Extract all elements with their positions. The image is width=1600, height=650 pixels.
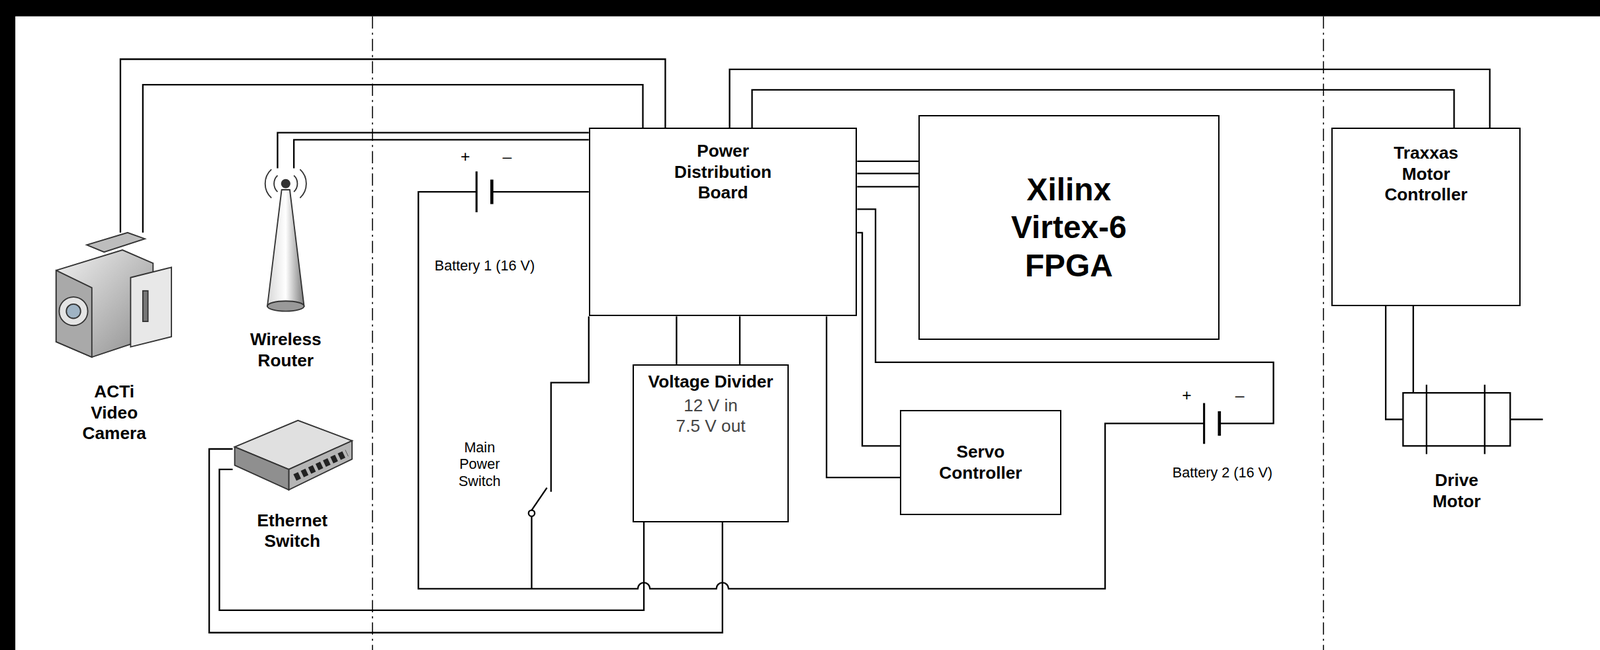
wire-connector [856,172,919,175]
router-node: Wireless Router [250,168,322,372]
fpga-box: Xilinx Virtex-6 FPGA [918,115,1220,340]
wire-connector [856,185,919,188]
wire-connector [826,316,900,478]
battery-label: Battery 2 (16 V) [1171,464,1274,482]
process-box: Voltage Divider12 V in 7.5 V out [632,364,789,523]
node-title: Ethernet Switch [252,510,333,553]
node-title: Drive Motor [1417,470,1496,513]
wire-connector [120,59,666,233]
panel [15,16,1600,650]
camera-icon [56,232,172,358]
switch-node: Ethernet Switch [232,418,353,553]
polarity-mark: + [1180,385,1193,406]
wire-connector [739,316,741,365]
process-box: Servo Controller [899,410,1062,516]
node-title: ACTi Video Camera [75,381,154,445]
wire-connector [856,232,900,447]
wire-connector [219,469,645,611]
router-icon [265,169,307,312]
node-note: 12 V in 7.5 V out [672,395,749,438]
motor-node: Drive Motor [1402,393,1511,513]
wire-connector [293,139,589,169]
polarity-mark: + [459,146,472,167]
process-box: Traxxas Motor Controller [1331,127,1520,307]
node-title: Traxxas Motor Controller [1380,142,1471,206]
node-title: Servo Controller [935,442,1026,484]
wire-connector [277,133,589,169]
wire-connector [675,316,677,365]
polarity-mark: – [1234,385,1246,406]
wire-connector [856,160,919,163]
switch-icon [234,420,353,491]
process-box: Power Distribution Board [588,127,858,317]
node-title: Voltage Divider [648,371,774,393]
boundary-line [372,16,1324,650]
polarity-mark: – [501,146,514,167]
node-title: Wireless Router [245,329,326,372]
wire-connector [142,84,644,233]
wire-connector [1412,306,1415,394]
node-title: Xilinx Virtex-6 FPGA [1002,170,1136,285]
motor-symbol [1402,385,1543,455]
camera-node: ACTi Video Camera [52,232,176,445]
switch-label: Main Power Switch [455,439,504,491]
battery-label: Battery 1 (16 V) [433,257,536,275]
node-title: Power Distribution Board [670,140,775,204]
wire-connector [1385,306,1403,420]
